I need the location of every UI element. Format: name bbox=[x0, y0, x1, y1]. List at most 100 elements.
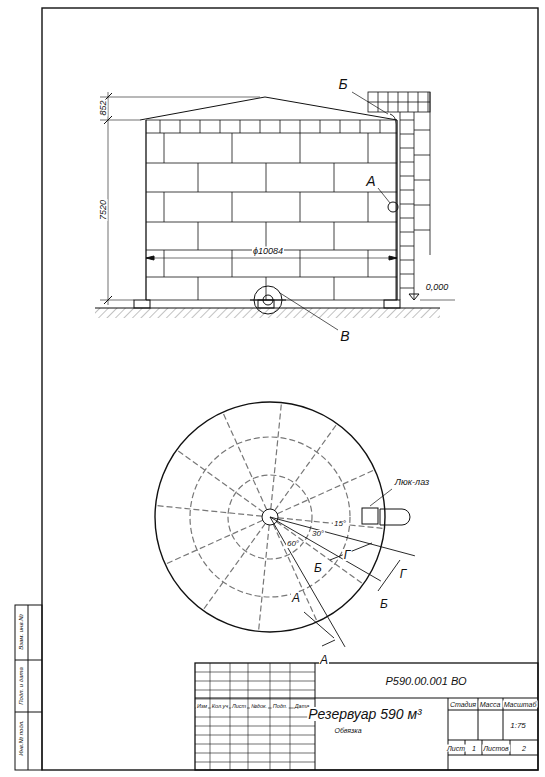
drawing-stroke bbox=[203, 523, 265, 610]
drawing-stroke bbox=[195, 726, 315, 727]
drawing-stroke bbox=[368, 250, 369, 277]
drawing-stroke bbox=[277, 470, 375, 514]
drawing-label: А bbox=[319, 654, 329, 666]
drawing-stroke bbox=[164, 250, 165, 277]
drawing-label: Взам. инв.№ bbox=[18, 613, 24, 650]
drawing-stroke bbox=[300, 192, 301, 222]
drawing-stroke bbox=[300, 250, 301, 277]
drawing-stroke bbox=[146, 133, 397, 134]
drawing-stroke bbox=[270, 517, 345, 647]
drawing-stroke bbox=[198, 222, 199, 250]
drawing-stroke bbox=[195, 735, 315, 736]
drawing-stroke bbox=[322, 640, 335, 646]
drawing-stroke bbox=[248, 663, 249, 770]
drawing-label: Лист bbox=[446, 745, 466, 752]
drawing-label: Р590.00.001 ВО bbox=[384, 676, 467, 687]
drawing-stroke bbox=[330, 543, 372, 560]
drawing-stroke bbox=[280, 120, 281, 133]
drawing-stroke bbox=[232, 250, 233, 277]
drawing-stroke bbox=[334, 222, 335, 250]
drawing-stroke bbox=[360, 120, 361, 133]
drawing-stroke bbox=[400, 162, 414, 163]
drawing-stroke bbox=[400, 246, 414, 247]
drawing-label: 2 bbox=[521, 745, 527, 752]
drawing-label: Подп. и дата bbox=[18, 666, 24, 706]
drawing-label: А bbox=[291, 592, 301, 604]
drawing-stroke bbox=[195, 717, 315, 718]
drawing-label: Масштаб bbox=[503, 701, 538, 708]
drawing-stroke bbox=[400, 260, 414, 261]
drawing-stroke bbox=[400, 218, 414, 219]
drawing-stroke bbox=[195, 762, 315, 763]
title-text: Резервуар 590 м³ bbox=[307, 707, 423, 721]
drawing-stroke bbox=[275, 424, 337, 511]
drawing-stroke bbox=[259, 525, 270, 631]
drawing-stroke bbox=[266, 277, 267, 300]
drawing-stroke bbox=[165, 520, 263, 564]
drawing-stroke bbox=[276, 522, 363, 584]
drawing-stroke bbox=[220, 120, 221, 133]
drawing-stroke bbox=[400, 288, 414, 289]
drawing-stroke bbox=[146, 120, 397, 121]
drawing-stroke bbox=[266, 163, 267, 192]
drawing-label: ϕ10084 bbox=[252, 247, 284, 256]
drawing-stroke bbox=[340, 120, 341, 133]
drawing-stroke bbox=[195, 699, 315, 700]
drawing-stroke bbox=[400, 232, 414, 233]
drawing-stroke bbox=[146, 300, 397, 301]
drawing-stroke bbox=[300, 120, 301, 133]
drawing-stroke bbox=[230, 663, 231, 770]
drawing-stroke bbox=[200, 120, 201, 133]
drawing-stroke bbox=[195, 744, 315, 745]
drawing-stroke bbox=[160, 120, 161, 133]
drawing-stroke bbox=[240, 120, 241, 133]
drawing-label: Стадия bbox=[449, 701, 477, 708]
drawing-stroke bbox=[334, 277, 335, 300]
drawing-stroke bbox=[177, 450, 264, 512]
drawing-stroke bbox=[290, 663, 291, 770]
drawing-stroke bbox=[400, 148, 414, 149]
drawing-label: 1 bbox=[471, 745, 477, 752]
drawing-label: Листов bbox=[482, 745, 510, 752]
drawing-stroke bbox=[146, 222, 397, 223]
drawing-label: 0,000 bbox=[425, 283, 450, 292]
drawing-stroke bbox=[260, 120, 261, 133]
drawing-stroke bbox=[400, 274, 414, 275]
drawing-stroke bbox=[414, 230, 430, 231]
drawing-label: Инв.№ подл. bbox=[18, 719, 24, 757]
drawing-label: Б bbox=[313, 562, 323, 574]
drawing-label: В bbox=[339, 329, 350, 343]
drawing-stroke bbox=[146, 277, 397, 278]
drawing-label: Г bbox=[399, 568, 408, 580]
drawing-label: №док. bbox=[250, 704, 268, 710]
drawing-label: Масса bbox=[479, 701, 502, 708]
drawing-label: Кол.уч bbox=[211, 704, 229, 710]
drawing-stroke bbox=[198, 163, 199, 192]
drawing-label: 7520 bbox=[99, 199, 108, 221]
drawing-stroke bbox=[232, 192, 233, 222]
drawing-label: Б bbox=[379, 598, 389, 610]
drawing-label: Б bbox=[337, 77, 348, 91]
drawing-stroke bbox=[414, 205, 430, 206]
drawing-stroke bbox=[180, 120, 181, 133]
drawing-stroke bbox=[223, 412, 267, 510]
drawing-stroke bbox=[400, 204, 414, 205]
drawing-stroke bbox=[414, 155, 430, 156]
drawing-stroke bbox=[400, 190, 414, 191]
drawing-label: А bbox=[365, 174, 376, 188]
drawing-stroke bbox=[368, 133, 369, 163]
drawing-stroke bbox=[304, 612, 334, 638]
drawing-label: 60° bbox=[286, 540, 300, 548]
drawing-stroke bbox=[378, 560, 400, 591]
drawing-stroke bbox=[400, 134, 414, 135]
drawing-stroke bbox=[400, 176, 414, 177]
drawing-label: Лист bbox=[231, 704, 247, 710]
drawing-stroke bbox=[198, 277, 199, 300]
drawing-stroke bbox=[195, 690, 315, 691]
drawing-stroke bbox=[232, 133, 233, 163]
drawing-stroke bbox=[270, 517, 381, 581]
drawing-label: Г bbox=[343, 549, 352, 561]
drawing-stroke bbox=[320, 120, 321, 133]
